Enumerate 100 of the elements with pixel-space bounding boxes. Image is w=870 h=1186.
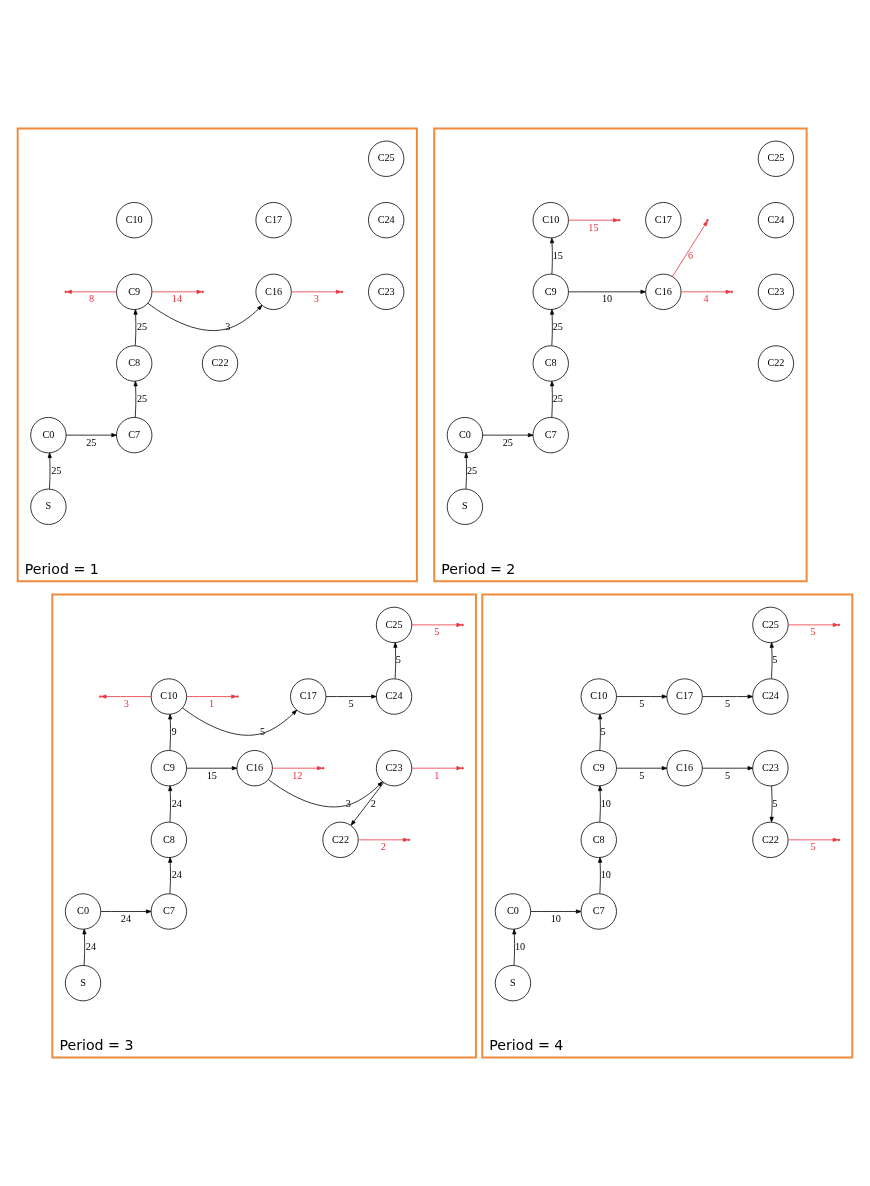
arrow [66, 289, 117, 294]
node-circle: C23 [752, 750, 789, 787]
edge-label: 24 [171, 869, 182, 881]
arrow [464, 452, 469, 490]
edge-label: 25 [552, 392, 563, 404]
node-circle: C25 [375, 606, 413, 643]
node-circle: S [64, 965, 102, 1002]
node-circle: C23 [368, 273, 405, 310]
edge-label: 1 [434, 769, 440, 781]
arrow [325, 694, 377, 699]
node-circle: C25 [368, 140, 405, 177]
arrow [568, 289, 646, 294]
edge-label: 15 [588, 221, 599, 233]
edge-label: 5 [639, 698, 645, 710]
edge-label: 12 [292, 769, 303, 781]
arrow [769, 642, 774, 679]
arrow [268, 779, 383, 808]
node-circle: C8 [532, 345, 569, 382]
edge-label: 5 [810, 841, 816, 853]
node-circle: C9 [580, 750, 617, 787]
arrow [598, 785, 603, 823]
arrow [182, 707, 297, 736]
edge-label: 3 [123, 698, 129, 710]
arrow [411, 622, 462, 627]
edge-label: 3 [225, 321, 231, 333]
arrow [168, 785, 173, 823]
node-circle: C25 [752, 606, 789, 643]
arrow [482, 433, 534, 438]
node-circle: C0 [30, 417, 67, 454]
edge-label: 5 [600, 726, 606, 738]
arrow [186, 694, 237, 699]
arrow [530, 909, 582, 914]
edge-label: 24 [120, 913, 132, 925]
edge-label: 24 [171, 797, 182, 809]
arrow [100, 909, 152, 914]
node-circle: S [494, 965, 532, 1002]
edge-label: 10 [600, 869, 611, 881]
node-circle: C24 [752, 678, 789, 715]
arrow [186, 766, 238, 771]
arrow [65, 433, 117, 438]
node-circle: C0 [494, 893, 532, 930]
edge-label: 5 [724, 769, 731, 781]
node-circle: S [30, 488, 67, 525]
node-circle: S [446, 488, 484, 525]
edge-label: 2 [370, 797, 376, 809]
edge-label: 14 [171, 293, 183, 305]
edge-label: 4 [703, 293, 709, 305]
arrow [550, 380, 555, 418]
node-circle: C16 [236, 750, 273, 787]
edge-label: 9 [171, 726, 177, 738]
node-circle: C7 [532, 417, 569, 454]
edge-label: 5 [260, 726, 266, 738]
node-circle: C22 [757, 345, 795, 382]
arrow [568, 218, 619, 223]
edge-label: 6 [687, 249, 694, 261]
node-circle: C25 [757, 140, 795, 177]
node-circle: C0 [446, 417, 484, 454]
arrow [147, 302, 263, 331]
arrow [598, 713, 603, 751]
node-circle: C24 [375, 678, 413, 715]
arrow [788, 837, 839, 842]
edge-label: 25 [552, 321, 563, 333]
arrow [47, 452, 52, 490]
arrow [411, 766, 462, 771]
node-circle: C10 [150, 678, 187, 715]
arrow [133, 380, 138, 418]
edge-label: 8 [88, 293, 95, 305]
edge-label: 3 [313, 293, 319, 305]
arrow [769, 785, 774, 823]
node-circle: C23 [757, 273, 795, 310]
node-circle: C8 [580, 821, 617, 858]
arrow [82, 928, 87, 966]
arrow [616, 766, 668, 771]
node-circle: C7 [116, 417, 153, 454]
node-circle: C17 [255, 202, 292, 239]
arrow [358, 837, 409, 842]
edge-label: 5 [395, 654, 401, 666]
edge-label: 25 [136, 392, 148, 404]
arrow [291, 289, 342, 294]
arrow [151, 289, 203, 294]
node-circle: C10 [116, 202, 153, 239]
edge-label: 3 [345, 797, 351, 809]
arrow [100, 694, 152, 699]
node-circle: C10 [580, 678, 617, 715]
arrow [550, 309, 555, 346]
arrow [350, 782, 385, 826]
edge-label: 10 [601, 293, 613, 305]
arrow [702, 694, 754, 699]
edge-label: 25 [136, 321, 148, 333]
edge-label: 5 [772, 654, 778, 666]
edge-label: 15 [206, 769, 217, 781]
node-circle: C7 [150, 893, 187, 930]
arrow [272, 766, 323, 771]
arrow [680, 289, 732, 294]
node-circle: C9 [116, 273, 153, 310]
node-circle: C8 [116, 345, 153, 382]
node-circle: C16 [645, 273, 682, 310]
edge-label: 10 [550, 913, 561, 925]
arrow [616, 694, 668, 699]
edge-label: 1 [209, 698, 215, 710]
